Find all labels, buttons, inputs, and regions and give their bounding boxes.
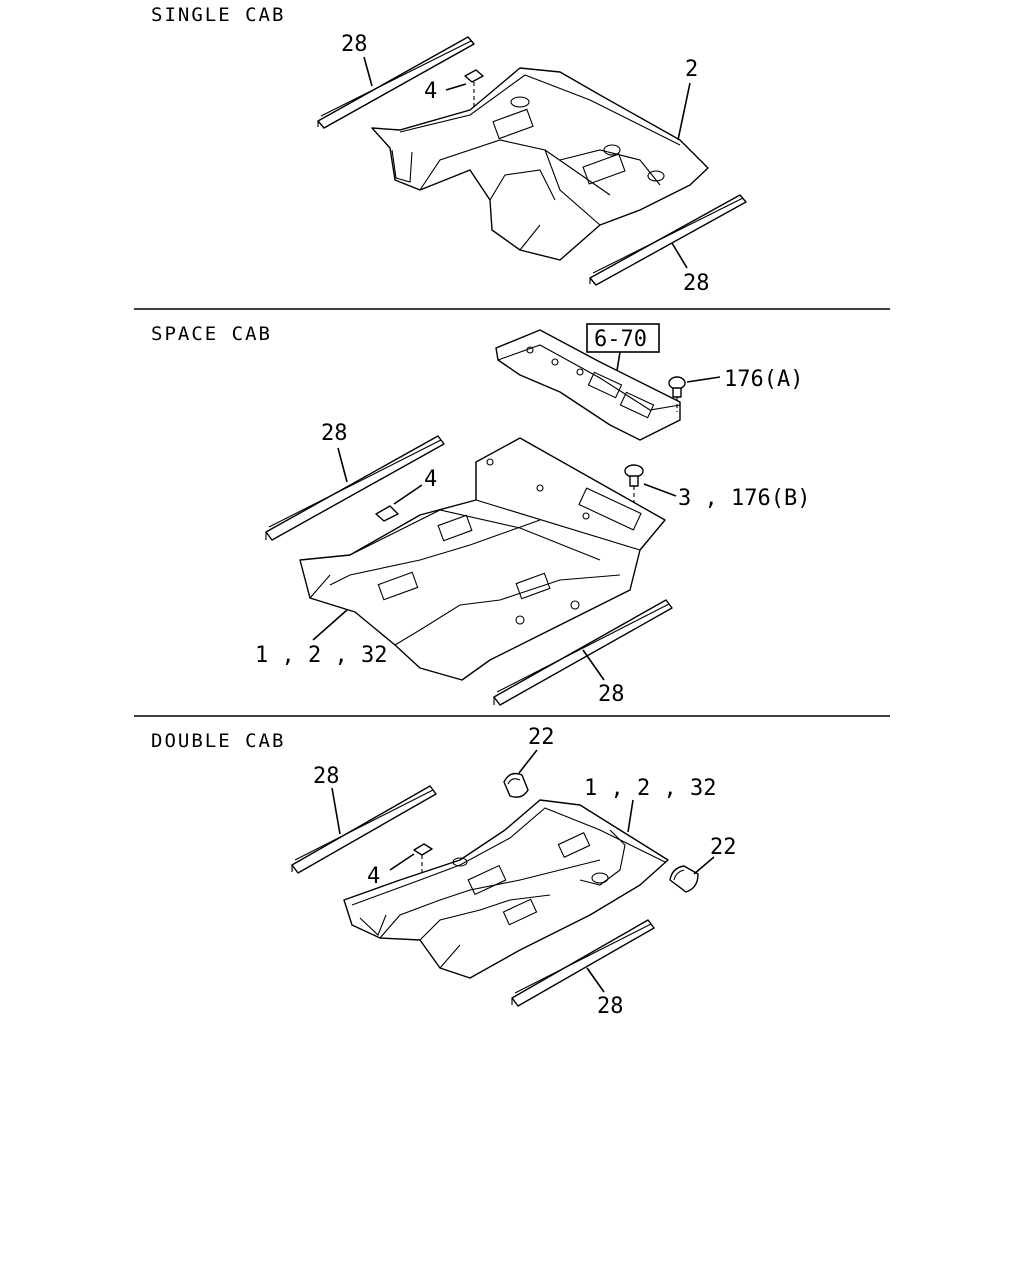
sill-bottom-double (511, 919, 655, 1007)
leader-176a (686, 376, 721, 383)
sill-bottom-single (589, 194, 747, 286)
callout-28-top-space: 28 (321, 421, 348, 446)
callout-2-single: 2 (685, 57, 698, 82)
leader-2-single (677, 82, 691, 141)
callout-28-top-single: 28 (341, 32, 368, 57)
callout-28-bottom-single: 28 (683, 271, 710, 296)
callout-176a: 176(A) (724, 367, 803, 392)
callout-ref-6-70: 6-70 (594, 327, 647, 352)
floor-pan-double (343, 799, 669, 979)
section-title-double-cab: DOUBLE CAB (151, 730, 285, 752)
callout-28-bottom-space: 28 (598, 682, 625, 707)
callout-28-bottom-double: 28 (597, 994, 624, 1019)
floor-pan-space (299, 437, 666, 681)
leader-22-right (693, 856, 715, 875)
leader-4-space (393, 484, 423, 505)
leader-4-double (389, 853, 415, 871)
section-space-cab: SPACE CAB 6-70 176(A) 2 (151, 323, 810, 707)
rear-floor-panel (495, 329, 681, 441)
cover-right-double (669, 865, 699, 893)
leader-floor-double (627, 799, 634, 833)
section-double-cab: DOUBLE CAB 22 28 4 (151, 725, 737, 1019)
leader-176b (643, 483, 677, 497)
clip-176a (668, 376, 686, 412)
sill-top-double (291, 785, 437, 874)
leader-28-top-double (331, 787, 341, 835)
leader-22-left (518, 749, 538, 774)
sill-top-space (265, 435, 445, 541)
pad-space (375, 505, 399, 522)
section-title-space-cab: SPACE CAB (151, 323, 272, 345)
leader-28-top-space (337, 447, 348, 483)
ref-box-6-70 (586, 323, 660, 353)
callout-4-single: 4 (424, 79, 437, 104)
leader-4-single (445, 83, 467, 91)
callout-176b: 3 , 176(B) (678, 486, 810, 511)
callout-22-left: 22 (528, 725, 555, 750)
leader-28-bottom-double (586, 967, 605, 993)
callout-4-double: 4 (367, 864, 380, 889)
callout-floor-space: 1 , 2 , 32 (255, 643, 387, 668)
pad-single (464, 69, 484, 83)
pad-double (413, 843, 433, 856)
leader-floor-space (312, 609, 348, 641)
leader-28-bottom-single (671, 242, 688, 269)
callout-floor-double: 1 , 2 , 32 (584, 776, 716, 801)
leader-28-top-single (363, 56, 373, 87)
sill-bottom-space (493, 599, 673, 706)
callout-4-space: 4 (424, 467, 437, 492)
sill-top-single (317, 36, 475, 129)
cover-left-double (503, 772, 529, 798)
section-title-single-cab: SINGLE CAB (151, 4, 285, 26)
section-single-cab: SINGLE CAB 28 4 (151, 4, 747, 296)
callout-28-top-double: 28 (313, 764, 340, 789)
floor-pan-single (371, 67, 709, 261)
leader-28-bottom-space (582, 649, 605, 681)
callout-22-right: 22 (710, 835, 737, 860)
